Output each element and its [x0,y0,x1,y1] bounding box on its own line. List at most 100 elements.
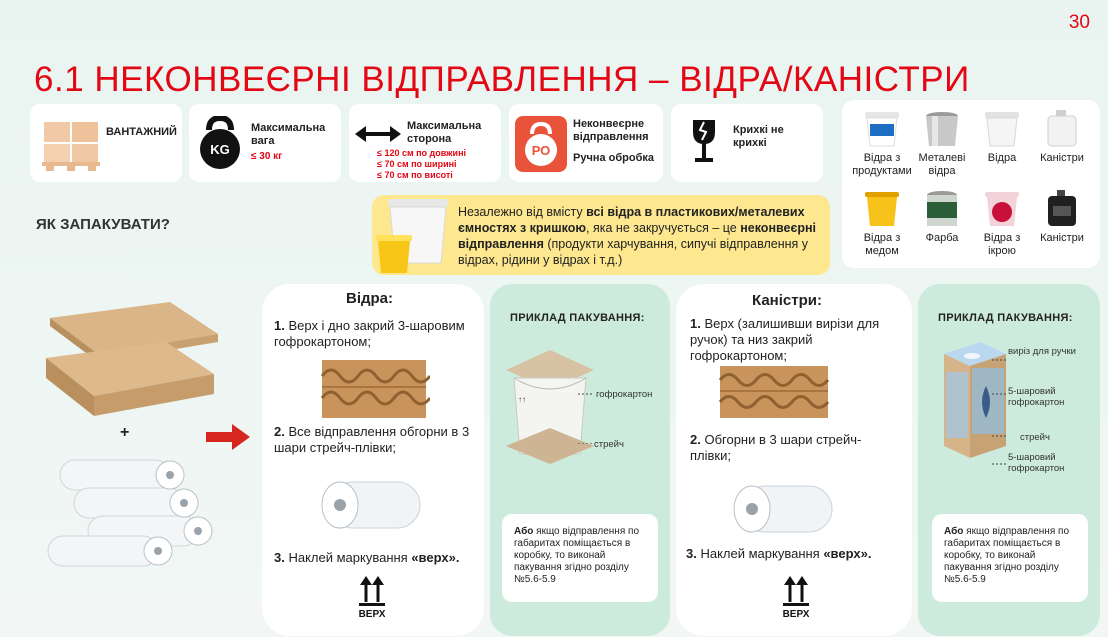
red-arrow-icon [206,424,250,450]
stretch-film-rolls-image [47,459,213,567]
buckets-step-2: 2. Все відправлення обгорни в 3 шари стр… [274,424,474,456]
this-side-up-mark: ВЕРХ [778,576,814,620]
step-number: 2. [690,432,701,447]
product-metal-buckets: Металеві відра [912,108,972,178]
up-arrows-icon [783,576,809,606]
corrugated-cardboard-image [718,366,830,418]
side-limit-height: ≤ 70 см по висоті [377,170,453,180]
fragile-glass-icon [693,120,715,162]
note-part: Незалежно від вмісту [458,205,587,219]
food-bucket-icon [865,112,899,147]
corrugated-cardboard-image [320,360,430,418]
fragile-label: Крихкі не крихкі [733,124,784,149]
canisters-steps-card: Каністри: 1. Верх (залишивши вирізи для … [676,284,912,636]
step-text: Наклей маркування [284,550,412,565]
product-buckets: Відра [972,108,1032,165]
cardboard-stack-image [46,302,218,416]
packing-example-buckets: ПРИКЛАД ПАКУВАННЯ: ↑↑ гофрокартон стрейч… [490,284,670,636]
product-label: Каністри [1040,152,1084,164]
verh-label: ВЕРХ [358,609,386,620]
wrapped-canister-illustration [944,342,1006,458]
white-canister-icon [1047,110,1077,147]
callout-cardboard: гофрокартон [596,389,653,400]
product-label: Фарба [925,232,959,244]
double-arrow-icon [355,126,401,142]
stretch-film-roll-image [321,481,421,529]
white-bucket-icon [985,112,1019,147]
page-number: 30 [1068,12,1090,33]
buckets-steps-card: Відра: 1. Верх і дно закрий 3-шаровим го… [262,284,484,636]
note-box: Незалежно від вмісту всі відра в пластик… [372,195,830,275]
callout-stretch: стрейч [1020,432,1050,443]
product-label: Відра [987,152,1017,164]
product-label: Відра з медом [863,232,901,257]
callout-5-layer-cardboard-bottom: 5-шаровий гофрокартон [1008,452,1065,474]
product-canisters-black: Каністри [1032,188,1092,245]
kettlebell-icon: KG [200,116,240,169]
pallet-boxes-icon [42,122,100,171]
callout-lines [992,359,1006,465]
canisters-heading: Каністри: [752,292,822,309]
attribute-card-cargo: ВАНТАЖНИЙ [30,104,182,182]
note-bold: Або [514,526,534,537]
stretch-film-roll-image [733,485,833,533]
paint-can-icon [927,191,957,226]
attribute-card-nonconveyor: РО Неконвеєрне відправлення Ручна обробк… [509,104,663,182]
attribute-card-weight: KG Максимальна вага ≤ 30 кг [189,104,341,182]
note-text: якщо відправлення по габаритах поміщаєть… [944,526,1069,585]
callout-lines [578,393,594,444]
ro-kettlebell-icon: РО [515,116,567,172]
up-arrows-icon [359,576,385,606]
product-label: Відра з продуктами [852,152,912,177]
step-bold: «верх». [411,550,460,565]
nonconveyor-label: Неконвеєрне відправлення [573,118,649,143]
buckets-step-3: 3. Наклей маркування «верх». [274,550,480,566]
note-bold: неконвеєрні відправлення [458,221,817,251]
verh-label: ВЕРХ [782,609,810,620]
step-number: 2. [274,424,285,439]
attribute-card-side: Максимальна сторона ≤ 120 см по довжині … [349,104,501,182]
honey-bucket-icon [865,192,899,226]
this-side-up-mark: ВЕРХ [354,576,390,620]
callout-stretch: стрейч [594,439,624,450]
canisters-step-2: 2. Обгорни в 3 шари стрейч-плівки; [690,432,900,464]
max-weight-label: Максимальна вага [251,122,326,147]
step-number: 3. [274,550,285,565]
plus-sign: + [120,424,130,441]
kg-icon-text: KG [210,142,230,157]
max-weight-value: ≤ 30 кг [251,151,283,162]
side-limit-width: ≤ 70 см по ширині [377,159,457,169]
product-food-buckets: Відра з продуктами [852,108,912,178]
step-text: Наклей маркування [696,546,824,561]
step-text: Обгорни в 3 шари стрейч-плівки; [690,432,862,463]
product-examples-card: Відра з продуктами Металеві відра Відра … [842,100,1100,268]
step-text: Верх (залишивши вирізи для ручок) та низ… [690,316,880,363]
step-number: 1. [690,316,701,331]
product-label: Металеві відра [918,152,966,177]
ro-icon-text: РО [532,143,551,158]
manual-handling-label: Ручна обробка [573,152,655,164]
buckets-step-1: 1. Верх і дно закрий 3-шаровим гофрокарт… [274,318,474,350]
metal-bucket-icon [926,112,958,146]
packing-example-canisters: ПРИКЛАД ПАКУВАННЯ: виріз для ручки 5-шар… [918,284,1100,636]
note-text: Незалежно від вмісту всі відра в пластик… [458,204,820,268]
product-paint: Фарба [912,188,972,245]
step-bold: «верх». [823,546,872,561]
product-caviar-buckets: Відра з ікрою [972,188,1032,258]
canisters-step-1: 1. Верх (залишивши вирізи для ручок) та … [690,316,900,364]
step-text: Все відправлення обгорни в 3 шари стрейч… [274,424,470,455]
wrapped-bucket-illustration: ↑↑ [506,350,594,464]
attribute-card-fragile: Крихкі не крихкі [671,104,823,182]
svg-text:↑↑: ↑↑ [518,395,526,404]
note-bold: всі відра в пластикових/металевих ємност… [458,205,805,235]
cargo-label: ВАНТАЖНИЙ [106,126,177,138]
how-to-pack-heading: ЯК ЗАПАКУВАТИ? [36,216,170,233]
example-title: ПРИКЛАД ПАКУВАННЯ: [510,312,645,324]
caviar-bucket-icon [985,192,1019,226]
example-note: Або якщо відправлення по габаритах поміщ… [932,514,1088,602]
buckets-heading: Відра: [346,290,394,307]
canisters-step-3: 3. Наклей маркування «верх». [686,546,906,562]
note-text: якщо відправлення по габаритах поміщаєть… [514,526,639,585]
side-limit-length: ≤ 120 см по довжині [377,148,467,158]
product-label: Каністри [1040,232,1084,244]
